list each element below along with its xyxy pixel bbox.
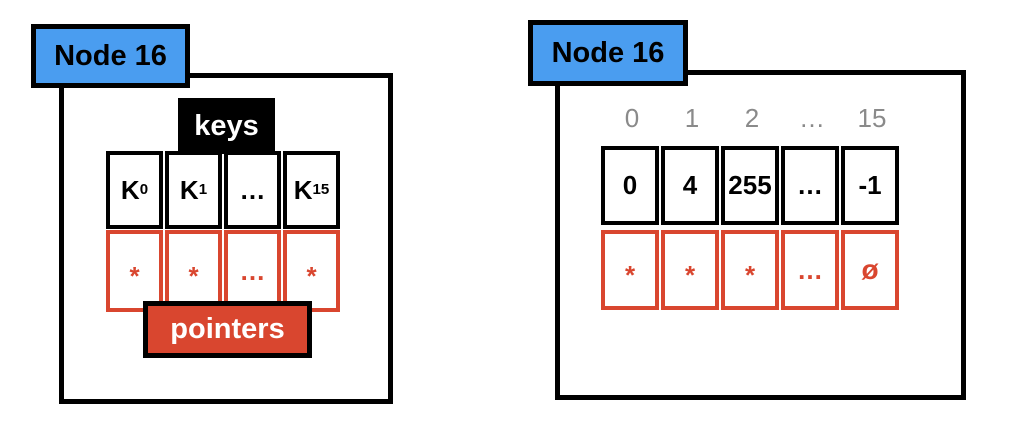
- pointer-ellipsis: …: [239, 255, 266, 286]
- pointer-star: *: [624, 259, 636, 290]
- index-label-2: 2: [744, 102, 760, 133]
- right-pointer-row: * * * … ø: [601, 230, 899, 310]
- pointer-cell: *: [106, 230, 163, 312]
- key-cell-sub: 15: [312, 181, 330, 199]
- right-node-title: Node 16: [551, 36, 665, 69]
- null-pointer-symbol: ø: [861, 254, 879, 285]
- left-pointer-row: * * … *: [106, 230, 340, 312]
- key-cell-main: K: [120, 174, 140, 205]
- right-key-row: 0 4 255 … -1: [601, 146, 899, 225]
- value-cell-0: 0: [601, 146, 659, 225]
- key-cell-sub: 1: [198, 181, 208, 199]
- right-node-title-badge: Node 16: [528, 20, 688, 86]
- pointer-star: *: [129, 260, 140, 291]
- pointer-cell-null: ø: [841, 230, 899, 310]
- index-label-1: 1: [684, 102, 700, 133]
- pointer-cell-ellipsis: …: [781, 230, 839, 310]
- index-label-0: 0: [624, 102, 640, 133]
- key-cell-sub: 0: [139, 181, 149, 199]
- keys-label-text: keys: [194, 109, 259, 142]
- key-cell-main: K: [179, 174, 199, 205]
- pointers-label-text: pointers: [170, 313, 285, 345]
- pointer-star: *: [744, 259, 756, 290]
- index-label-ellipsis: …: [799, 102, 825, 133]
- index-row: 0 1 2 … 15: [603, 100, 901, 136]
- pointer-cell: *: [661, 230, 719, 310]
- pointer-star: *: [188, 260, 199, 291]
- pointer-cell: *: [601, 230, 659, 310]
- key-cell-ellipsis: …: [224, 151, 281, 229]
- left-node-title-badge: Node 16: [31, 24, 190, 88]
- key-cell-main: K: [293, 174, 313, 205]
- value-cell-ellipsis: …: [781, 146, 839, 225]
- pointer-ellipsis: …: [797, 254, 823, 285]
- value-cell-4: 4: [661, 146, 719, 225]
- pointer-star: *: [306, 260, 317, 291]
- key-cell-main: …: [239, 174, 266, 205]
- index-label-15: 15: [857, 102, 887, 133]
- value-cell-255: 255: [721, 146, 779, 225]
- pointer-star: *: [684, 259, 696, 290]
- pointer-cell: *: [165, 230, 222, 312]
- keys-label: keys: [178, 98, 275, 154]
- value-cell-neg1: -1: [841, 146, 899, 225]
- left-node-title: Node 16: [54, 39, 167, 72]
- pointer-cell-ellipsis: …: [224, 230, 281, 312]
- pointer-cell: *: [721, 230, 779, 310]
- pointer-cell: *: [283, 230, 340, 312]
- pointers-label: pointers: [143, 301, 312, 358]
